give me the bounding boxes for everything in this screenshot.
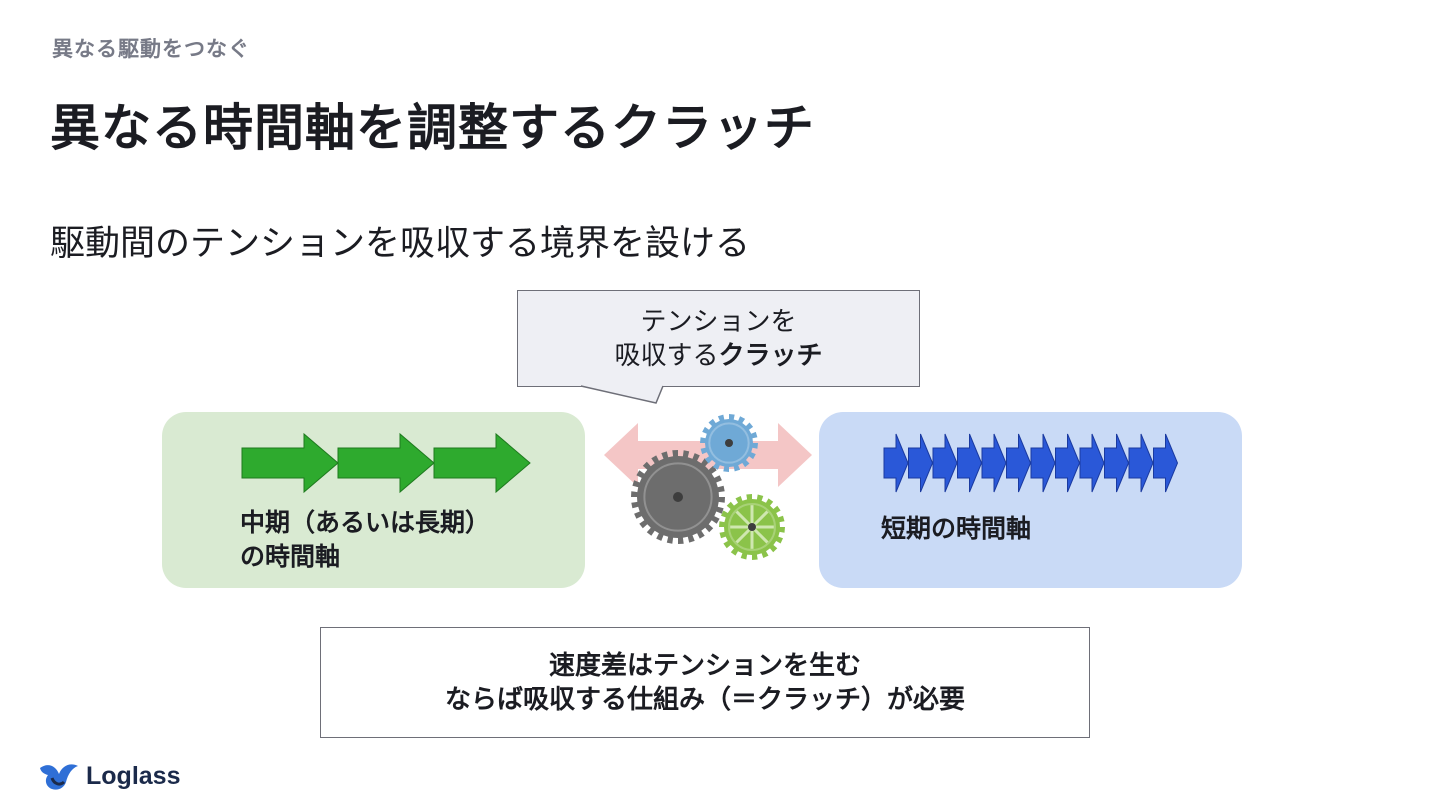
blue-arrow-icon (1006, 433, 1032, 493)
loglass-logo: Loglass (38, 760, 180, 792)
mid-term-arrows (241, 432, 531, 494)
blue-arrow-icon (1079, 433, 1105, 493)
callout-line2-prefix: 吸収する (614, 340, 719, 371)
clutch-callout: テンションを 吸収するクラッチ (517, 290, 920, 387)
short-term-label: 短期の時間軸 (881, 514, 1032, 543)
blue-arrow-icon (908, 433, 934, 493)
callout-tail (577, 385, 664, 404)
clutch-gears-illustration (604, 414, 812, 560)
blue-arrow-icon (1104, 433, 1130, 493)
logo-text: Loglass (86, 761, 181, 790)
blue-arrow-icon (1153, 433, 1179, 493)
conclusion-line2: ならば吸収する仕組み（＝クラッチ）が必要 (444, 684, 965, 715)
blue-arrow-icon (932, 433, 958, 493)
callout-line1: テンションを (640, 306, 797, 337)
callout-line2-bold: クラッチ (718, 340, 823, 371)
mid-term-panel: 中期（あるいは長期） の時間軸 (162, 412, 585, 588)
small-blue-gear-icon (700, 414, 758, 472)
blue-arrow-icon (883, 433, 909, 493)
blue-arrow-icon (1128, 433, 1154, 493)
page-title: 異なる時間軸を調整するクラッチ (50, 99, 815, 157)
conclusion-box: 速度差はテンションを生む ならば吸収する仕組み（＝クラッチ）が必要 (320, 627, 1090, 738)
conclusion-line1: 速度差はテンションを生む (548, 650, 861, 681)
short-term-panel: 短期の時間軸 (819, 412, 1242, 588)
page-subtitle: 駆動間のテンションを吸収する境界を設ける (50, 224, 751, 264)
blue-arrow-icon (981, 433, 1007, 493)
mid-term-label-line1: 中期（あるいは長期） (240, 508, 491, 537)
green-arrow-icon (337, 432, 435, 494)
green-arrow-icon (241, 432, 339, 494)
blue-arrow-icon (1055, 433, 1081, 493)
blue-arrow-icon (1030, 433, 1056, 493)
large-gray-gear-icon (631, 450, 725, 544)
loglass-bird-icon (40, 764, 78, 790)
blue-arrow-icon (957, 433, 983, 493)
section-eyebrow: 異なる駆動をつなぐ (52, 37, 250, 61)
small-green-gear-icon (719, 494, 785, 560)
mid-term-label-line2: の時間軸 (240, 542, 341, 571)
mid-term-label: 中期（あるいは長期） の時間軸 (240, 506, 490, 574)
callout-line2: 吸収するクラッチ (614, 339, 822, 373)
double-arrow-icon (604, 423, 812, 487)
green-arrow-icon (433, 432, 531, 494)
short-term-arrows (883, 433, 1179, 493)
